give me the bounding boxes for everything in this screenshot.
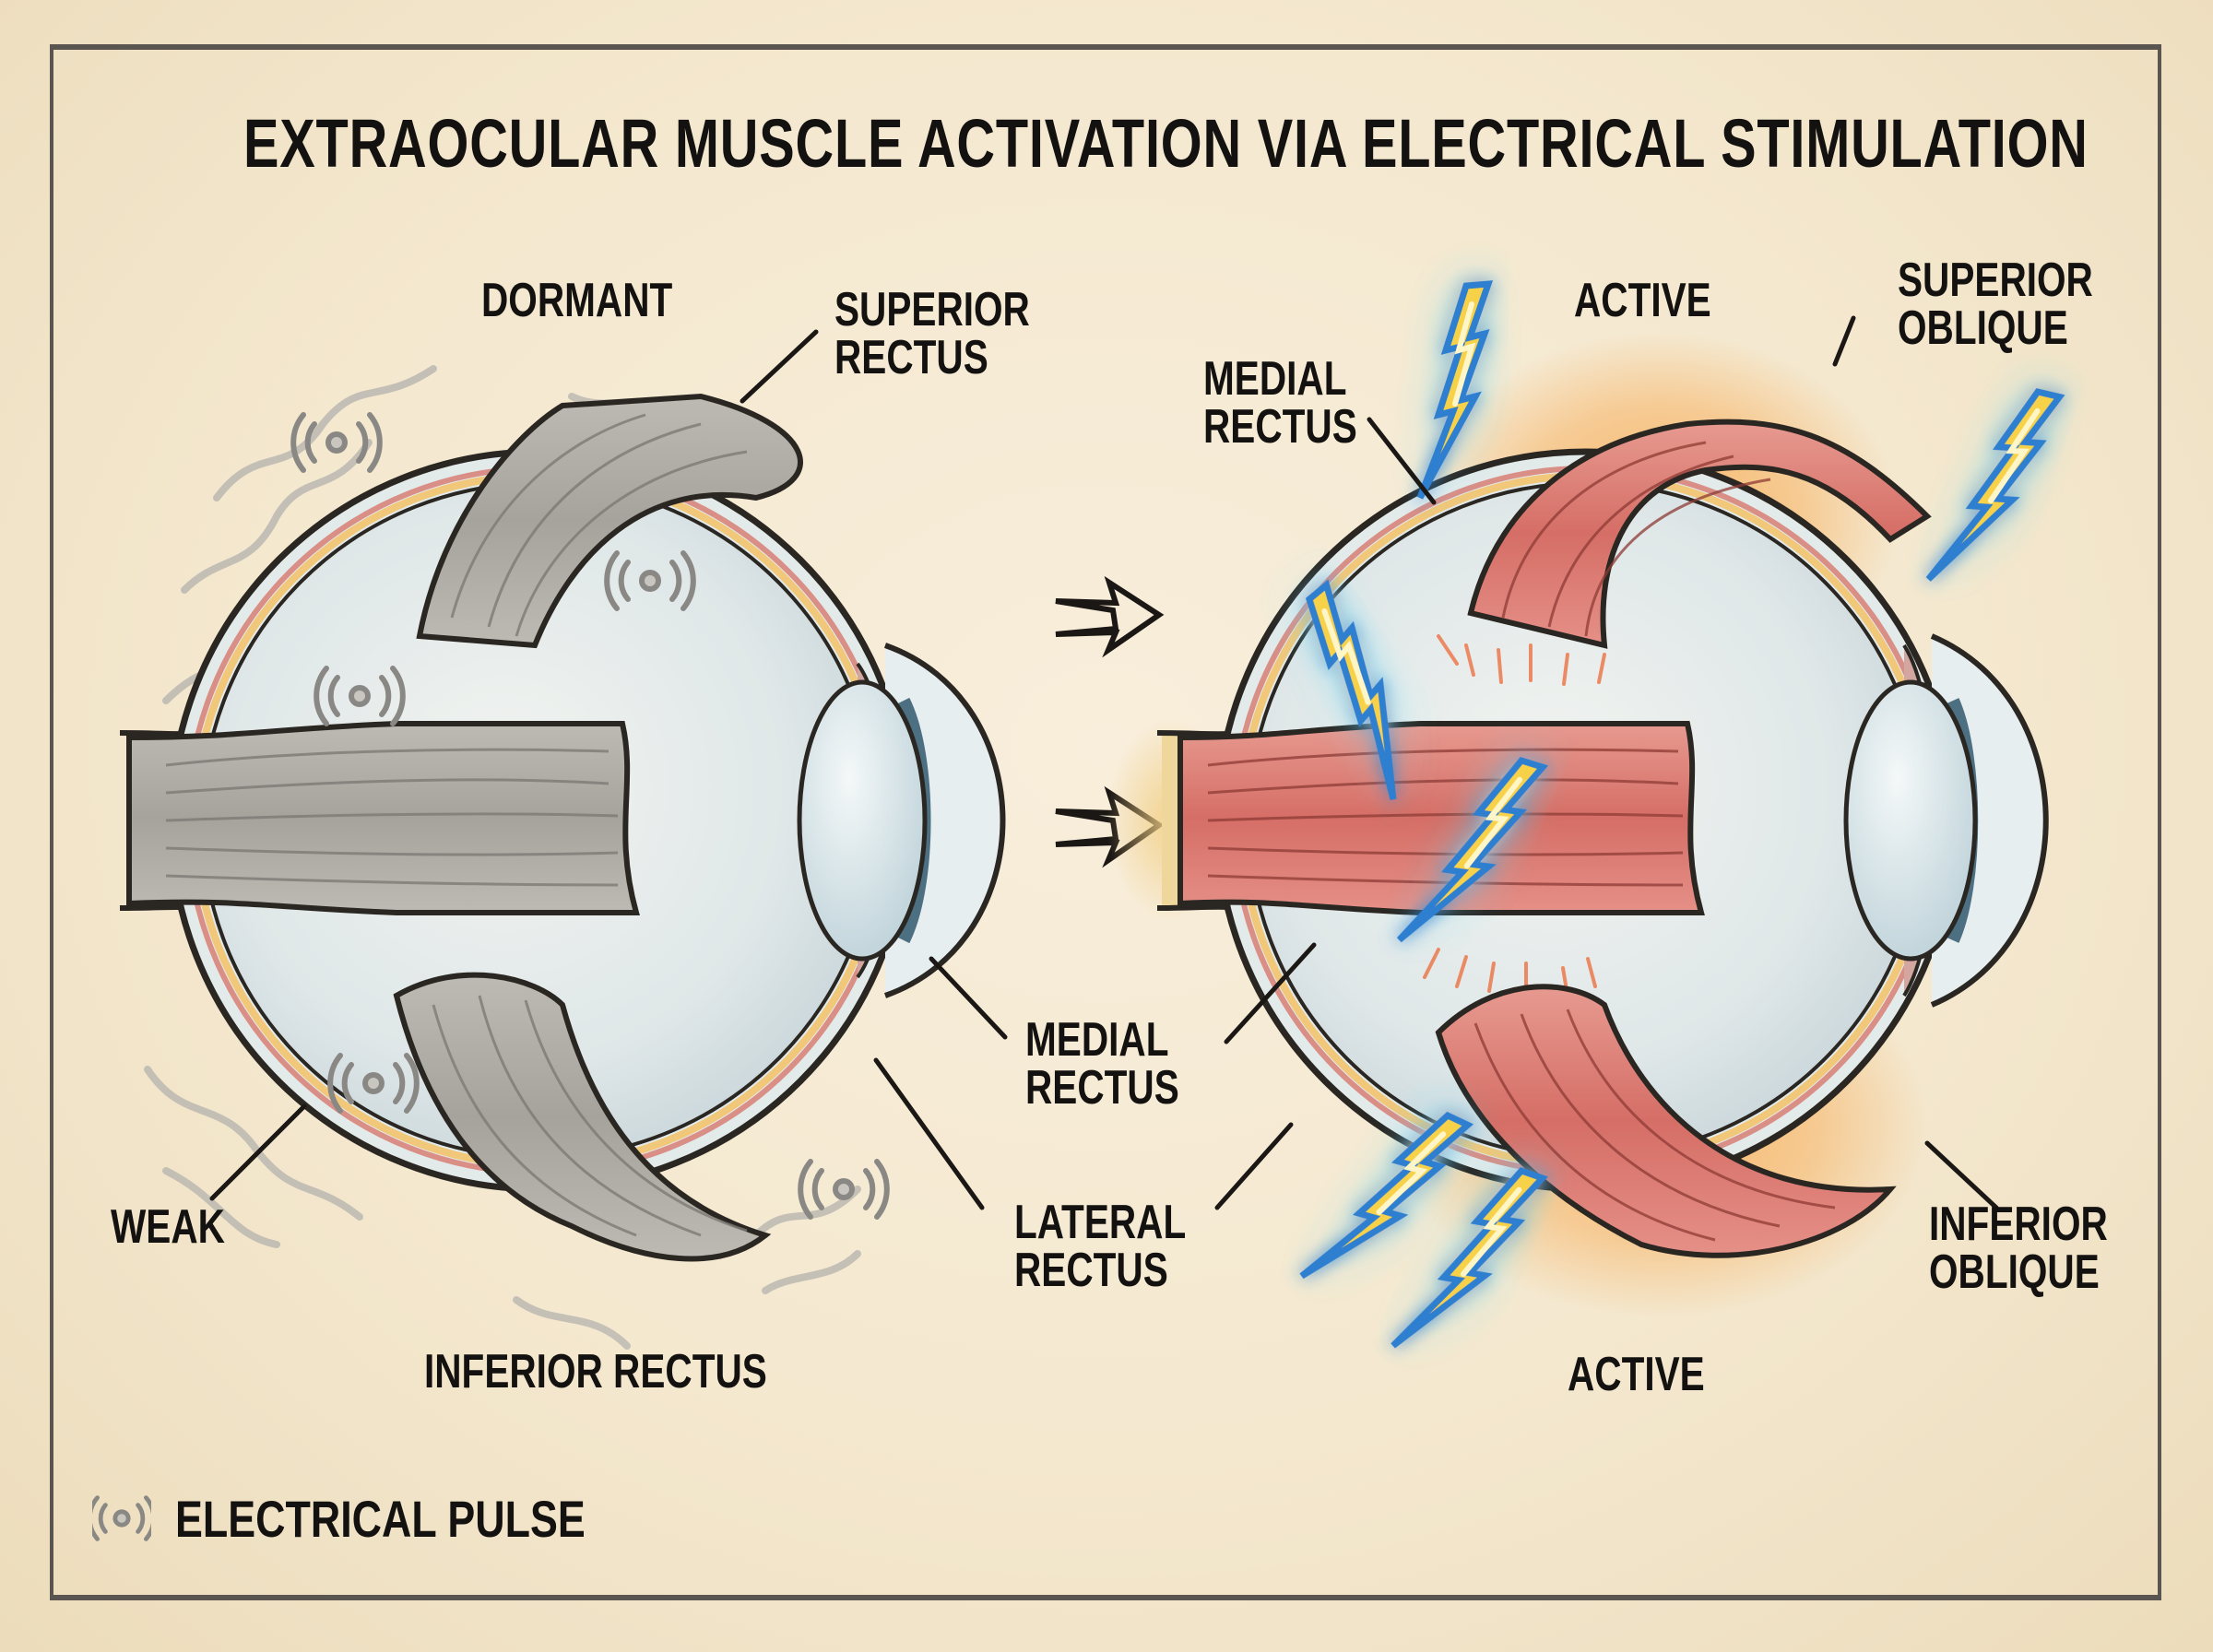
state-label-dormant: DORMANT <box>481 274 673 327</box>
label-inferior-rectus: INFERIOR RECTUS <box>424 1345 767 1398</box>
electrical-pulse-icon <box>293 415 380 470</box>
legend: ELECTRICAL PULSE <box>92 1486 688 1551</box>
right-eye <box>1106 284 2059 1374</box>
left-lens <box>797 679 928 962</box>
electrical-pulse-icon <box>800 1162 887 1217</box>
label-lateral-rectus: LATERAL RECTUS <box>1014 1196 1187 1297</box>
label-weak: WEAK <box>111 1200 225 1254</box>
lightning-bolt-icon <box>1928 376 2059 601</box>
label-medial-rectus-right: MEDIAL RECTUS <box>1203 352 1357 454</box>
activation-ticks <box>1423 634 1606 997</box>
label-inferior-oblique: INFERIOR OBLIQUE <box>1929 1198 2108 1299</box>
right-medial-rectus <box>1178 721 1705 915</box>
label-superior-rectus: SUPERIOR RECTUS <box>834 283 1030 384</box>
right-lens <box>1843 679 1978 962</box>
left-superior-rectus <box>416 393 803 649</box>
right-leader-lines <box>1214 315 1999 1210</box>
right-superior-oblique <box>1467 419 1932 649</box>
legend-label: ELECTRICAL PULSE <box>175 1489 586 1548</box>
left-eye <box>119 329 1008 1350</box>
label-medial-rectus-left: MEDIAL RECTUS <box>1025 1013 1179 1115</box>
border-frame <box>50 44 2161 1600</box>
left-leader-lines <box>209 329 1008 1210</box>
state-label-active-bottom: ACTIVE <box>1568 1348 1705 1401</box>
arrow-upper <box>1055 575 1165 658</box>
right-inferior-oblique <box>1435 984 1897 1258</box>
label-superior-oblique: SUPERIOR OBLIQUE <box>1898 254 2093 355</box>
page-title: EXTRAOCULAR MUSCLE ACTIVATION VIA ELECTR… <box>243 105 2089 182</box>
left-lateral-rectus <box>126 721 640 915</box>
electrical-pulse-icon <box>92 1495 151 1541</box>
state-label-active-top: ACTIVE <box>1574 274 1711 327</box>
